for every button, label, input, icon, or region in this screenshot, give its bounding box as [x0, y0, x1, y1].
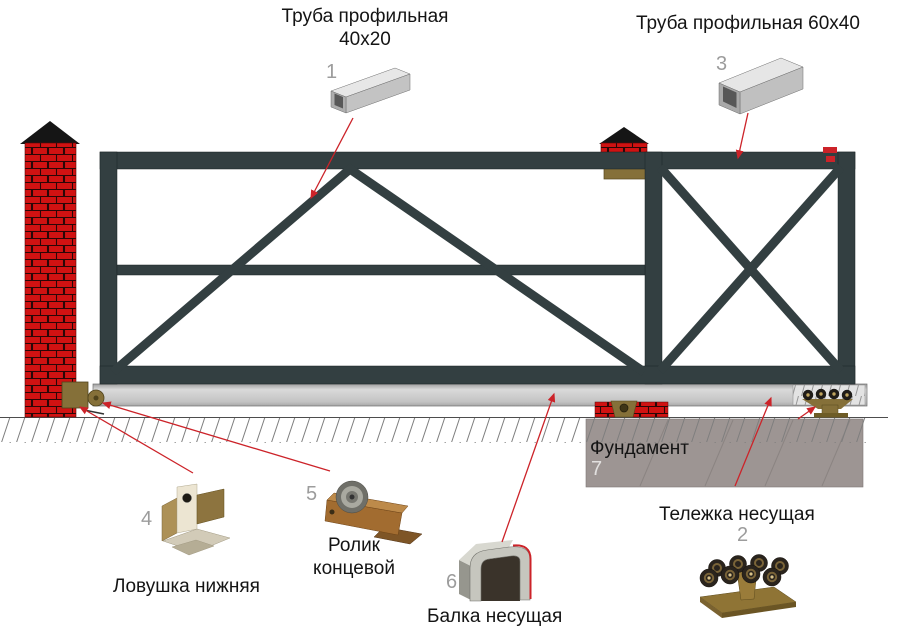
number-roller: 5	[306, 483, 318, 505]
label-trap: Ловушка нижняя	[113, 576, 260, 597]
number-trap: 4	[141, 508, 153, 530]
carrier-trolley-installed	[792, 384, 866, 418]
support-post-bottom	[594, 400, 669, 418]
carrier-beam-installed	[92, 383, 868, 407]
label-roller: Ролик концевой	[313, 535, 395, 579]
arrow-trolley-short	[797, 406, 817, 420]
arrow-trap	[78, 406, 194, 474]
label-foundation: Фундамент	[590, 438, 689, 459]
carrier-beam-image	[459, 540, 532, 602]
gate-frame	[99, 151, 856, 385]
end-roller-installed	[87, 389, 105, 407]
pipe-60x40-image	[718, 57, 804, 115]
number-trolley: 2	[737, 524, 749, 546]
arrow-pipe1	[310, 117, 354, 200]
label-pipe-40x20: Труба профильная 40x20	[281, 6, 449, 50]
ground-hatch	[0, 418, 866, 443]
end-roller-image	[324, 480, 423, 545]
label-beam: Балка несущая	[427, 606, 563, 627]
left-brick-pillar	[20, 121, 80, 418]
number-beam: 6	[446, 571, 458, 593]
number-foundation: 7	[591, 458, 603, 480]
lower-trap-installed	[61, 381, 105, 415]
lower-trap-image	[161, 483, 231, 556]
number-pipe-60x40: 3	[716, 53, 728, 75]
label-trolley: Тележка несущая	[659, 504, 815, 525]
carrier-trolley-image	[699, 554, 797, 618]
pipe-40x20-image	[330, 67, 411, 114]
arrow-roller	[101, 401, 331, 472]
number-pipe-40x20: 1	[326, 61, 338, 83]
arrow-beam	[501, 392, 556, 543]
top-catcher-marker	[823, 147, 837, 162]
arrow-pipe3	[735, 112, 749, 160]
arrow-trolley-long	[734, 396, 772, 487]
label-pipe-60x40: Труба профильная 60x40	[636, 13, 860, 34]
annotation-arrows	[78, 112, 817, 543]
